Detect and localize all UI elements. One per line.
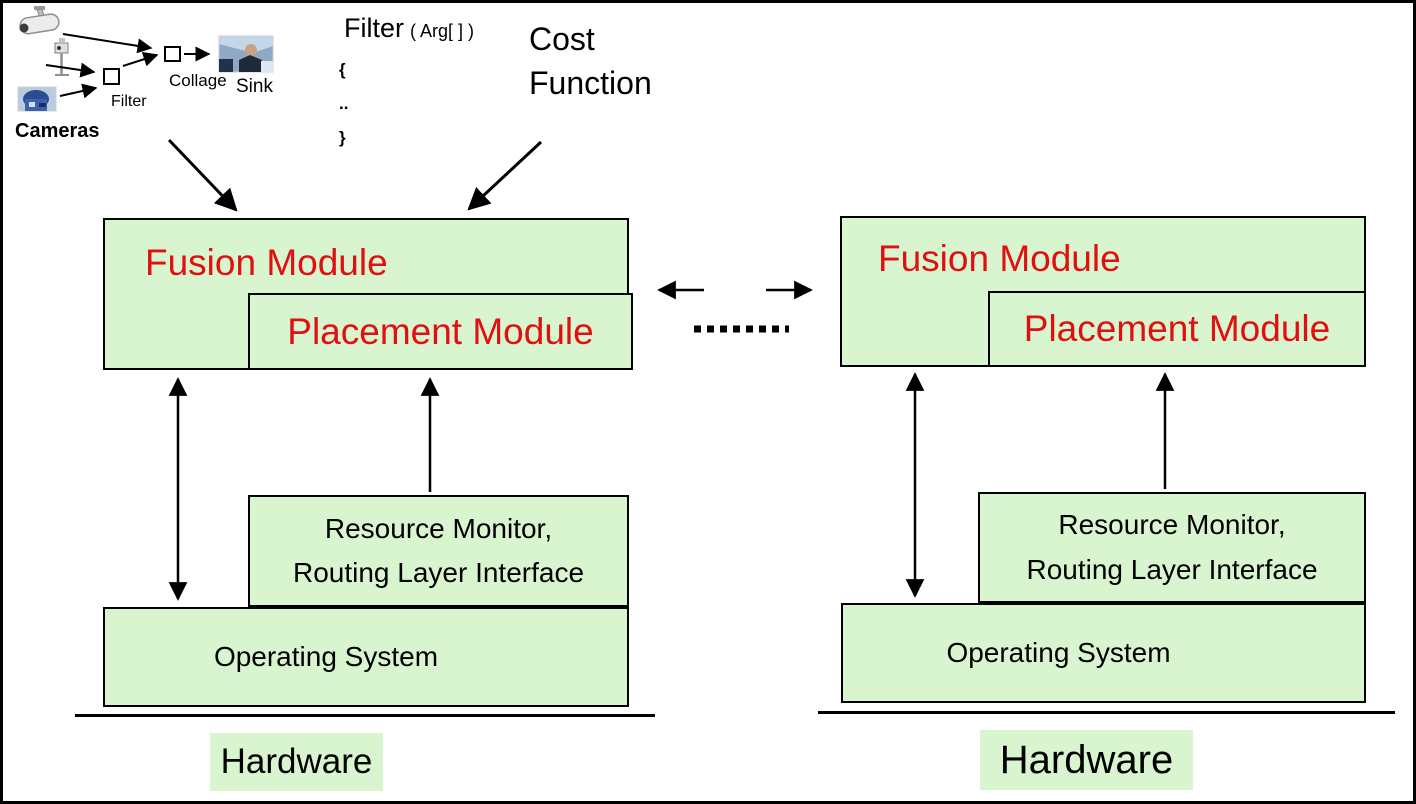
bullet-camera-icon (19, 6, 60, 35)
filter-node-square (103, 68, 120, 85)
arrow-pipeline-to-fusion (167, 138, 238, 212)
right-fusion-module-label: Fusion Module (878, 238, 1121, 279)
cameras-label: Cameras (15, 120, 100, 142)
left-operating-system-label: Operating System (213, 641, 439, 672)
left-hardware-label-box: Hardware (210, 733, 383, 791)
arrow-camera3-to-filter (59, 83, 98, 99)
cost-function-line2: Function (529, 65, 652, 101)
right-hardware-label-box: Hardware (980, 730, 1193, 790)
right-operating-system-box: Operating System (841, 603, 1366, 703)
sink-node-label: Sink (236, 76, 273, 97)
cost-function-label: Cost Function (529, 17, 652, 105)
right-resource-monitor-box: Resource Monitor, Routing Layer Interfac… (978, 492, 1366, 603)
left-resource-monitor-line1: Resource Monitor, (324, 512, 553, 544)
left-placement-module-box: Placement Module (248, 293, 633, 370)
right-placement-module-label: Placement Module (1023, 308, 1331, 349)
right-hardware-label: Hardware (999, 737, 1174, 782)
filter-snippet-body: { .. } (339, 53, 348, 155)
right-resource-monitor-line1: Resource Monitor, (1058, 509, 1286, 541)
robot-camera-image (17, 86, 57, 112)
collage-node-square (164, 46, 181, 62)
filter-snippet-close-brace: } (339, 128, 346, 147)
left-operating-system-box: Operating System (103, 607, 629, 707)
arrow-filter-to-collage (122, 52, 159, 67)
filter-snippet-dots: .. (339, 94, 349, 113)
left-resource-monitor-box: Resource Monitor, Routing Layer Interfac… (248, 495, 629, 607)
collage-node-label: Collage (169, 71, 227, 90)
filter-snippet-args: ( Arg[ ] ) (410, 21, 475, 41)
filter-snippet-header: Filter ( Arg[ ] ) (344, 13, 474, 44)
right-operating-system-label: Operating System (946, 637, 1171, 668)
left-resource-monitor-line2: Routing Layer Interface (292, 557, 585, 588)
arrow-camera2-to-filter (45, 62, 96, 78)
cost-function-line1: Cost (529, 21, 595, 57)
arrow-costfunction-to-fusion (467, 140, 543, 211)
left-fusion-module-label: Fusion Module (145, 242, 388, 283)
left-hardware-label: Hardware (220, 742, 373, 781)
pole-camera-icon (54, 38, 69, 76)
left-hardware-divider-line (75, 714, 655, 717)
left-placement-module-label: Placement Module (287, 310, 594, 352)
filter-snippet-open-brace: { (339, 60, 346, 79)
arrow-camera1-to-collage (62, 33, 153, 54)
sink-image (218, 35, 274, 73)
right-placement-module-box: Placement Module (988, 291, 1366, 367)
right-resource-monitor-line2: Routing Layer Interface (1026, 553, 1318, 585)
filter-node-label: Filter (111, 93, 147, 110)
filter-snippet-name: Filter (344, 13, 404, 43)
right-hardware-divider-line (818, 711, 1395, 714)
